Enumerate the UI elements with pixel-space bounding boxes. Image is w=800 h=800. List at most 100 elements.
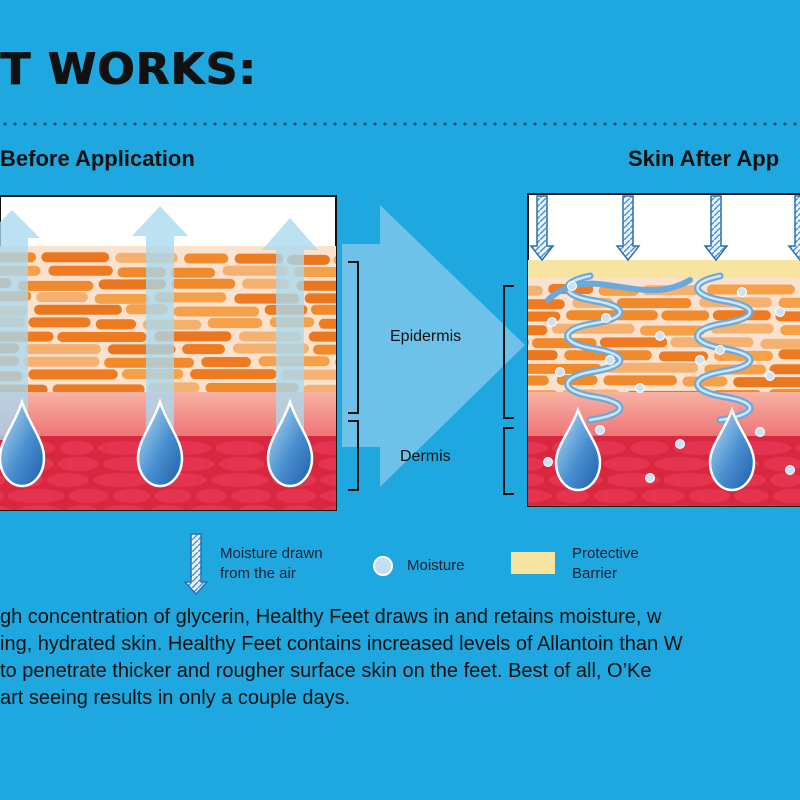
dermis-cell	[591, 505, 610, 506]
skin-cell	[605, 362, 699, 373]
dermis-cell	[237, 505, 276, 510]
skin-cell	[528, 299, 565, 310]
skin-cell	[293, 266, 336, 277]
moisture-dot	[695, 355, 705, 365]
transition-arrow	[342, 205, 525, 487]
skin-cell	[528, 339, 529, 346]
legend-moisture-dot-icon	[373, 556, 393, 576]
dermis-cell	[654, 457, 709, 471]
skin-cell	[333, 255, 336, 265]
description-line: ing, hydrated skin. Healthy Feet contain…	[0, 633, 683, 655]
skin-cell	[313, 344, 336, 355]
dotted-divider	[0, 122, 800, 126]
skin-cell	[318, 318, 336, 329]
air-moisture-arrows	[529, 195, 800, 262]
dermis-cell	[210, 473, 269, 487]
legend-moisture-label: Moisture	[407, 557, 465, 574]
moisture-channel	[566, 274, 622, 422]
moisture-dot	[601, 313, 611, 323]
skin-cell	[778, 349, 800, 360]
dermis-cell	[603, 457, 651, 471]
air-moisture-arrow	[787, 195, 800, 262]
dermis-cell	[7, 489, 65, 503]
skin-cell	[661, 310, 710, 321]
skin-cell	[222, 265, 289, 276]
skin-cell	[94, 293, 150, 304]
moisture-dot	[675, 439, 685, 449]
dermis-cell	[670, 505, 690, 506]
skin-cell	[189, 369, 277, 380]
skin-cell	[41, 252, 110, 263]
dermis-cell	[528, 457, 545, 471]
dermis-cell	[57, 457, 100, 471]
page-title: T WORKS:	[0, 44, 257, 95]
dermis-cell	[92, 473, 151, 487]
dermis-cell	[312, 441, 336, 455]
moisture-dot	[765, 371, 775, 381]
dermis-cell	[320, 473, 336, 487]
skin-cell	[184, 253, 229, 264]
dermis-cell	[150, 505, 184, 510]
moisture-dot	[635, 383, 645, 393]
skin-cell	[57, 331, 147, 342]
dermis-cell	[528, 505, 532, 506]
skin-cell	[528, 350, 558, 361]
dermis-cell	[0, 491, 4, 501]
dermis-cell	[528, 489, 552, 503]
after-skin-panel	[527, 193, 800, 507]
moisture-escape-arrows	[0, 206, 318, 440]
moisture-dot	[775, 307, 785, 317]
moisture-dot	[645, 473, 655, 483]
dermis-cell	[593, 489, 638, 503]
moisture-dot	[605, 355, 615, 365]
dermis-cell	[772, 489, 800, 503]
skin-cell	[17, 280, 94, 291]
skin-cell	[528, 325, 548, 336]
moisture-dots	[543, 281, 795, 483]
description-line: gh concentration of glycerin, Healthy Fe…	[0, 606, 662, 628]
legend-air-label-line2: from the air	[220, 565, 296, 582]
dermis-cell	[319, 489, 336, 503]
dermis-cell	[734, 489, 769, 503]
moisture-drops-before	[0, 398, 314, 488]
before-panel-title: Before Application	[0, 146, 195, 171]
legend-air-arrow-icon	[183, 533, 209, 596]
moisture-dot	[555, 367, 565, 377]
moisture-dot	[567, 281, 577, 291]
skin-cell	[335, 359, 336, 365]
legend-barrier-label-line1: Protective	[572, 545, 639, 562]
skin-cell	[304, 293, 336, 304]
dermis-cell	[112, 489, 151, 503]
skin-cell	[682, 376, 728, 387]
dermis-cell	[67, 505, 98, 510]
legend-air-label: Moisture drawn from the air	[220, 544, 323, 584]
dermis-cell	[555, 489, 590, 503]
skin-cell	[182, 344, 225, 355]
legend-barrier-swatch	[511, 552, 555, 574]
dermis-cell	[630, 505, 649, 506]
moisture-dot	[547, 317, 557, 327]
dermis-cell	[663, 473, 715, 487]
dermis-label: Dermis	[400, 448, 451, 465]
dermis-cell	[215, 441, 265, 455]
dermis-cell	[629, 441, 670, 455]
legend-barrier-label: Protective Barrier	[572, 544, 639, 584]
protective-barrier	[528, 260, 800, 280]
dermis-cell	[795, 444, 800, 452]
dermis-cell	[552, 505, 571, 506]
moisture-dot	[715, 345, 725, 355]
skin-cell	[670, 337, 754, 348]
description-paragraph: gh concentration of glycerin, Healthy Fe…	[0, 604, 800, 712]
legend-air-label-line1: Moisture drawn	[220, 545, 323, 562]
dermis-cell	[0, 505, 12, 510]
moisture-channel	[545, 277, 693, 303]
description-line: art seeing results in only a couple days…	[0, 687, 351, 709]
after-panel-title: Skin After App	[628, 146, 780, 171]
dermis-cell	[231, 489, 272, 503]
layer-brackets	[348, 261, 514, 495]
moisture-flow	[545, 272, 754, 424]
skin-cell	[308, 331, 336, 342]
skin-cell	[780, 325, 800, 336]
dermis-cell	[713, 505, 737, 506]
